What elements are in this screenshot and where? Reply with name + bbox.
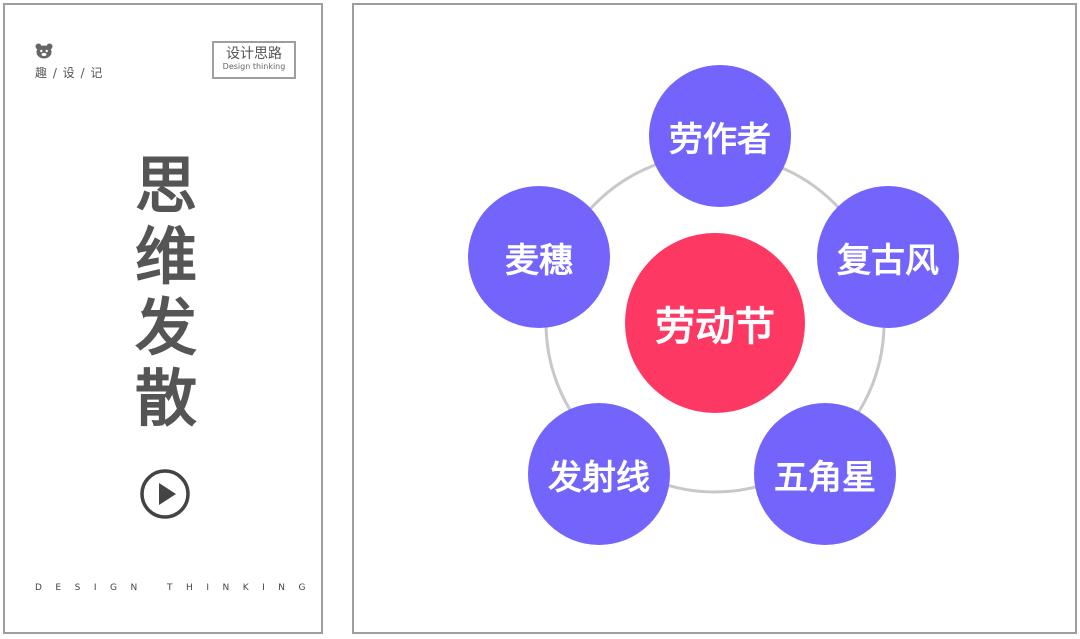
idea-node: 发射线 (528, 403, 670, 545)
tag-title: 设计思路 (226, 46, 282, 62)
design-thinking-tag: 设计思路 Design thinking (212, 41, 296, 79)
brand-name: 趣 / 设 / 记 (35, 66, 104, 80)
center-node: 劳动节 (625, 233, 805, 413)
cover-card: 趣 / 设 / 记 设计思路 Design thinking 思维发散 DESI… (3, 3, 323, 634)
page-title: 思维发散 (134, 149, 197, 435)
center-node-label: 劳动节 (655, 304, 775, 350)
footer-caption: DESIGN THINKING (35, 583, 319, 593)
idea-node: 五角星 (754, 403, 896, 545)
mind-map-panel: 劳动节 劳作者 复古风 五角星 发射线 麦穗 (352, 3, 1077, 634)
bear-head-icon (35, 43, 53, 59)
idea-node: 复古风 (817, 186, 959, 328)
idea-node: 劳作者 (649, 65, 791, 207)
idea-node-label: 复古风 (837, 240, 939, 281)
idea-node: 麦穗 (468, 186, 610, 328)
idea-node-label: 发射线 (548, 457, 650, 498)
idea-node-label: 劳作者 (669, 119, 771, 160)
idea-node-label: 麦穗 (505, 240, 573, 281)
tag-subtitle: Design thinking (222, 62, 286, 71)
play-circle-icon[interactable] (139, 468, 191, 520)
idea-node-label: 五角星 (774, 457, 876, 498)
